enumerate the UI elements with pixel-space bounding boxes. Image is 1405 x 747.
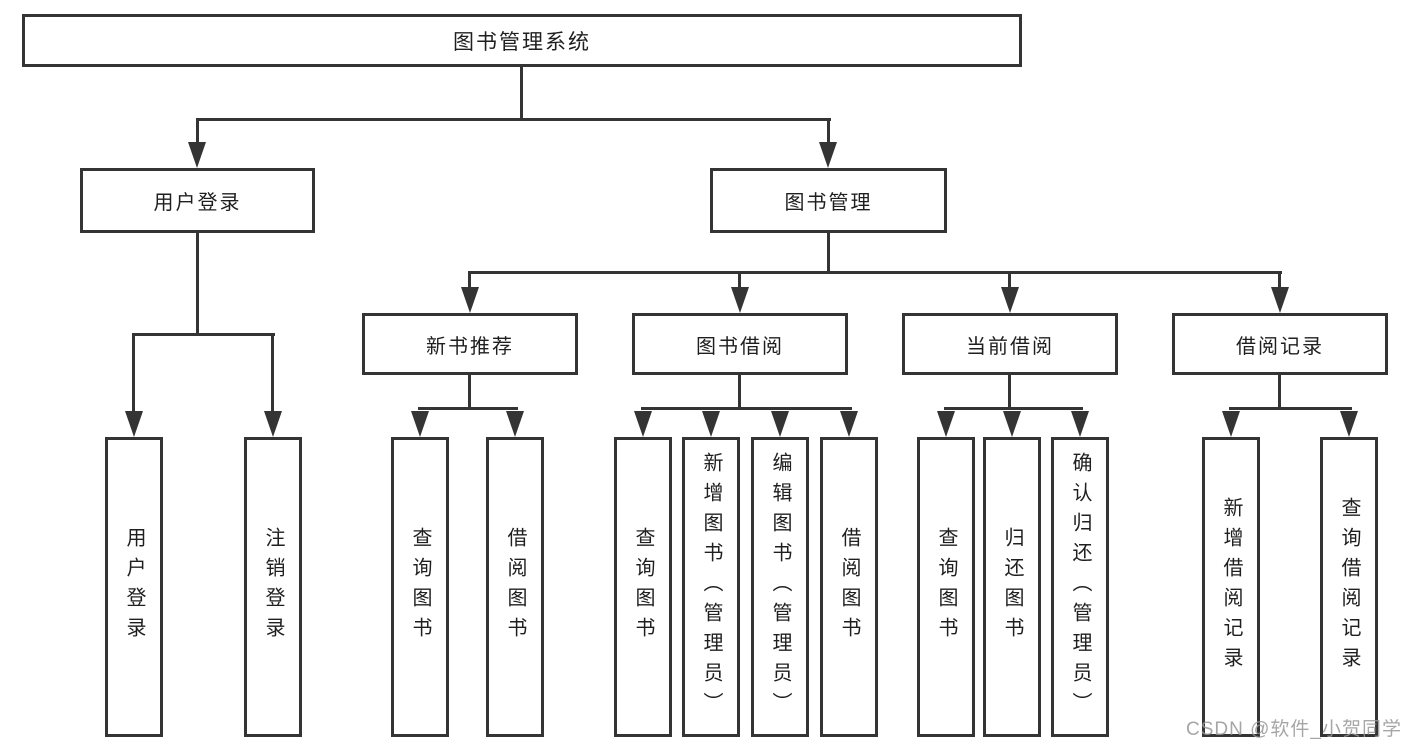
- node-library-system: 图书管理系统: [22, 14, 1022, 67]
- leaf-borrow-borrow-books-label: 借阅图书: [838, 527, 860, 647]
- leaf-user-login: 用户登录: [105, 437, 163, 737]
- leaf-confirm-return-admin-label: 确认归还（管理员）: [1069, 452, 1091, 722]
- leaf-newbook-borrow-books: 借阅图书: [486, 437, 544, 737]
- node-book-management-label: 图书管理: [784, 192, 873, 214]
- arrowhead-down-icon: [1003, 411, 1021, 437]
- leaf-add-book-admin-label: 新增图书（管理员）: [700, 452, 722, 722]
- node-user-login: 用户登录: [80, 168, 315, 233]
- connector-line: [1229, 407, 1352, 410]
- arrowhead-down-icon: [188, 142, 206, 168]
- arrowhead-down-icon: [411, 411, 429, 437]
- node-borrow-records: 借阅记录: [1172, 313, 1388, 375]
- connector-line: [468, 271, 1282, 274]
- arrowhead-down-icon: [634, 411, 652, 437]
- arrowhead-down-icon: [1271, 287, 1289, 313]
- node-new-book-recommend-label: 新书推荐: [426, 335, 514, 358]
- arrowhead-down-icon: [1340, 411, 1358, 437]
- connector-line: [1278, 271, 1281, 291]
- leaf-user-login-label: 用户登录: [123, 527, 145, 647]
- connector-line: [132, 333, 275, 336]
- node-current-borrow: 当前借阅: [902, 313, 1118, 375]
- connector-line: [132, 333, 135, 413]
- connector-line: [468, 375, 471, 409]
- arrowhead-down-icon: [1222, 411, 1240, 437]
- node-book-management: 图书管理: [710, 168, 947, 233]
- leaf-return-books: 归还图书: [983, 437, 1041, 737]
- arrowhead-down-icon: [731, 287, 749, 313]
- arrowhead-down-icon: [702, 411, 720, 437]
- leaf-borrow-borrow-books: 借阅图书: [820, 437, 878, 737]
- node-borrow-records-label: 借阅记录: [1236, 335, 1324, 358]
- leaf-edit-book-admin-label: 编辑图书（管理员）: [769, 452, 791, 722]
- arrowhead-down-icon: [840, 411, 858, 437]
- arrowhead-down-icon: [125, 411, 143, 437]
- arrowhead-down-icon: [937, 411, 955, 437]
- csdn-watermark: CSDN @软件_小贺同学: [1186, 719, 1402, 740]
- leaf-edit-book-admin: 编辑图书（管理员）: [751, 437, 809, 737]
- connector-line: [738, 271, 741, 291]
- connector-line: [418, 407, 518, 410]
- connector-line: [1008, 375, 1011, 409]
- leaf-add-book-admin: 新增图书（管理员）: [682, 437, 740, 737]
- node-new-book-recommend: 新书推荐: [362, 313, 578, 375]
- leaf-borrow-query-books-label: 查询图书: [632, 527, 654, 647]
- connector-line: [196, 118, 199, 146]
- arrowhead-down-icon: [1071, 411, 1089, 437]
- arrowhead-down-icon: [1001, 287, 1019, 313]
- connector-line: [1008, 271, 1011, 291]
- leaf-logout: 注销登录: [244, 437, 302, 737]
- leaf-current-query-books: 查询图书: [917, 437, 975, 737]
- connector-line: [944, 407, 1083, 410]
- node-book-borrow-label: 图书借阅: [696, 335, 784, 358]
- arrowhead-down-icon: [819, 142, 837, 168]
- arrowhead-down-icon: [461, 287, 479, 313]
- connector-line: [468, 271, 471, 291]
- connector-line: [827, 118, 830, 146]
- connector-line: [196, 118, 831, 121]
- connector-line: [641, 407, 852, 410]
- node-current-borrow-label: 当前借阅: [966, 335, 1054, 358]
- leaf-current-query-books-label: 查询图书: [935, 527, 957, 647]
- leaf-add-borrow-record-label: 新增借阅记录: [1220, 497, 1242, 677]
- leaf-query-borrow-record: 查询借阅记录: [1320, 437, 1378, 737]
- connector-line: [520, 65, 523, 120]
- arrowhead-down-icon: [506, 411, 524, 437]
- leaf-add-borrow-record: 新增借阅记录: [1202, 437, 1260, 737]
- leaf-return-books-label: 归还图书: [1001, 527, 1023, 647]
- node-user-login-label: 用户登录: [153, 192, 242, 214]
- leaf-borrow-query-books: 查询图书: [614, 437, 672, 737]
- leaf-newbook-query-books: 查询图书: [391, 437, 449, 737]
- arrowhead-down-icon: [771, 411, 789, 437]
- connector-line: [1278, 375, 1281, 409]
- node-book-borrow: 图书借阅: [632, 313, 848, 375]
- leaf-newbook-borrow-books-label: 借阅图书: [504, 527, 526, 647]
- leaf-query-borrow-record-label: 查询借阅记录: [1338, 497, 1360, 677]
- leaf-logout-label: 注销登录: [262, 527, 284, 647]
- connector-line: [827, 233, 830, 274]
- connector-line: [738, 375, 741, 409]
- connector-line: [196, 233, 199, 335]
- arrowhead-down-icon: [264, 411, 282, 437]
- leaf-newbook-query-books-label: 查询图书: [409, 527, 431, 647]
- node-library-system-label: 图书管理系统: [453, 30, 591, 54]
- leaf-confirm-return-admin: 确认归还（管理员）: [1051, 437, 1109, 737]
- connector-line: [271, 333, 274, 413]
